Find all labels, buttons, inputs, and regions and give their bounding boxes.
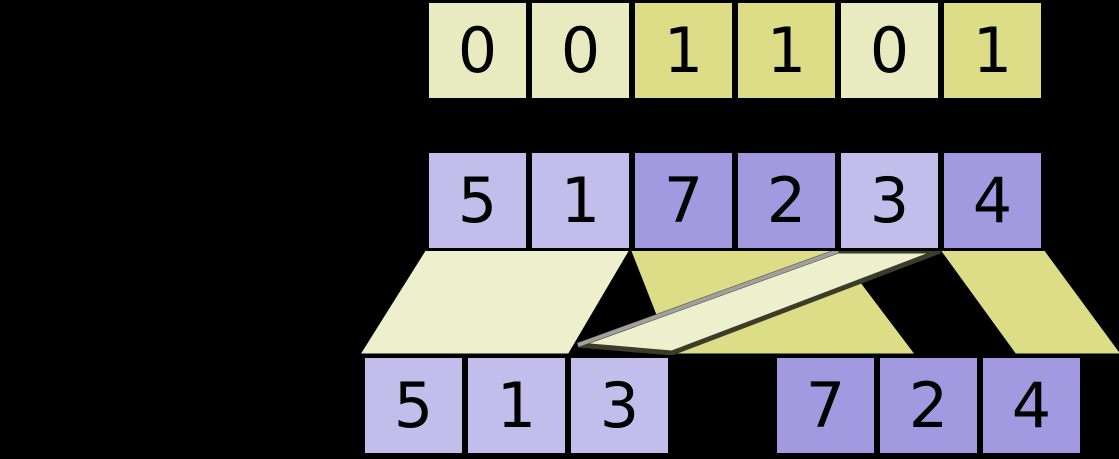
output-cell-6[interactable]: 4 (980, 355, 1083, 456)
output-cell-2[interactable]: 3 (568, 355, 671, 456)
link-value-4 (941, 250, 1119, 354)
output-cell-gap (671, 355, 774, 456)
link-crossing-highlight (577, 249, 839, 347)
input-cell-1[interactable]: 1 (529, 150, 632, 251)
input-cell-3[interactable]: 2 (735, 150, 838, 251)
input-cell-5[interactable]: 4 (941, 150, 1044, 251)
input-cell-2[interactable]: 7 (632, 150, 735, 251)
input-cell-0[interactable]: 5 (426, 150, 529, 251)
input-cell-4[interactable]: 3 (838, 150, 941, 251)
mask-cell-1[interactable]: 0 (529, 0, 632, 101)
mask-cell-3[interactable]: 1 (735, 0, 838, 101)
mask-cell-0[interactable]: 0 (426, 0, 529, 101)
mask-cell-5[interactable]: 1 (941, 0, 1044, 101)
input-row: 5 1 7 2 3 4 (426, 150, 1044, 251)
output-row: 5 1 3 7 2 4 (362, 355, 1083, 456)
link-group-zeros (361, 250, 629, 354)
output-cell-4[interactable]: 7 (774, 355, 877, 456)
mask-cell-4[interactable]: 0 (838, 0, 941, 101)
mask-row: 0 0 1 1 0 1 (426, 0, 1044, 101)
output-cell-0[interactable]: 5 (362, 355, 465, 456)
output-cell-1[interactable]: 1 (465, 355, 568, 456)
mask-cell-2[interactable]: 1 (632, 0, 735, 101)
output-cell-5[interactable]: 2 (877, 355, 980, 456)
